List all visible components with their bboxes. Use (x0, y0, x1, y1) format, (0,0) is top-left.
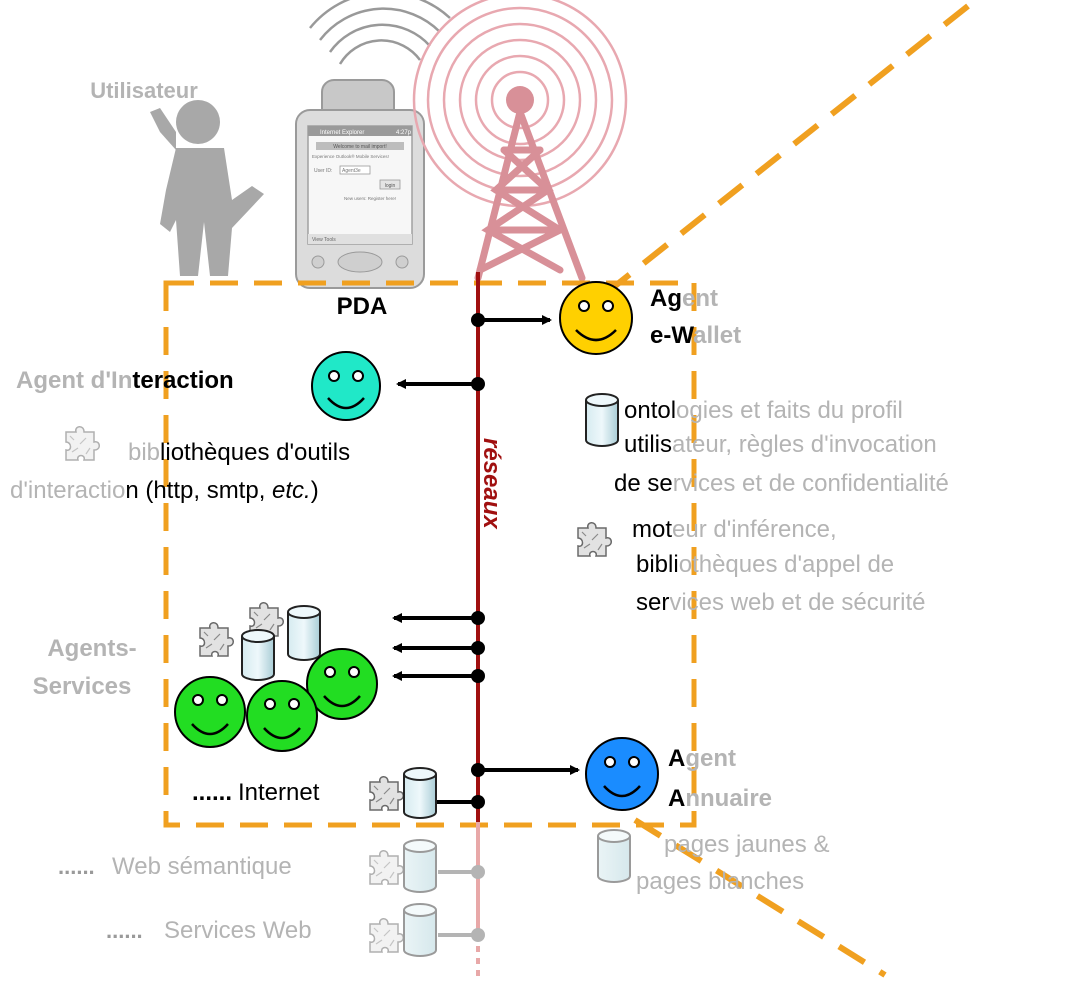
pda-screen-welcome: Welcome to mail import! (333, 144, 387, 150)
puzzle-icon (65, 425, 101, 461)
antenna-tower-icon (412, 0, 628, 282)
database-icon (287, 605, 321, 661)
pda-icon: Internet Explorer 4:27p Welcome to mail … (295, 79, 425, 289)
pda-screen-menu: View Tools (312, 237, 336, 243)
database-icon (403, 839, 437, 893)
pda-screen-new-users: New users: Register here! (344, 196, 396, 201)
interaction-lib-line2: d'interaction (http, smtp, etc.) (10, 477, 319, 504)
semantic-web-dots: ...... (58, 854, 95, 879)
puzzle-icon (369, 775, 405, 811)
database-icon (585, 393, 619, 447)
puzzle-icon (369, 849, 405, 885)
pda-boundary (163, 280, 697, 828)
annuaire-data-line1: pages jaunes & (664, 831, 829, 858)
pda-screen-time: 4:27p (396, 130, 412, 136)
web-services-label: Services Web (164, 917, 312, 944)
pda-screen-userid-label: User ID: (314, 168, 332, 174)
smiley-agent-icon (559, 281, 633, 355)
smiley-agent-icon (311, 351, 381, 421)
smiley-agent-icon (306, 648, 378, 720)
radio-waves-icon (309, 0, 451, 65)
puzzle-icon (199, 621, 235, 657)
connections (392, 315, 580, 804)
network-label: réseaux (478, 438, 505, 530)
interaction-lib-line1: bibliothèques d'outils (128, 439, 350, 466)
pda-label: PDA (337, 293, 388, 320)
database-icon (597, 829, 631, 883)
user-label: Utilisateur (90, 78, 198, 103)
agents-services-label-2: Services (33, 673, 132, 700)
wallet-data-line2: utilisateur, règles d'invocation (624, 431, 937, 458)
agent-annuaire-label-1: Agent (668, 745, 736, 772)
agent-interaction-label: Agent d'Interaction (16, 367, 234, 394)
pda-screen-userid-value: Agent3e (342, 168, 361, 174)
person-icon (150, 100, 264, 276)
agent-annuaire-label-2: Annuaire (668, 785, 772, 812)
web-services-dots: ...... (106, 918, 143, 943)
pda-screen-title: Internet Explorer (320, 130, 364, 136)
database-icon (241, 629, 275, 681)
agent-ewallet-label-1: Agent (650, 285, 718, 312)
internet-label: Internet (238, 779, 320, 806)
smiley-agent-icon (174, 676, 246, 748)
smiley-agent-icon (585, 737, 659, 811)
puzzle-icon (369, 917, 405, 953)
agents-services-label-1: Agents- (47, 635, 136, 662)
semantic-web-label: Web sémantique (112, 853, 292, 880)
wallet-engine-line2: bibliothèques d'appel de (636, 551, 894, 578)
pda-screen-subtitle: Experience Outlook® Mobile Services! (312, 153, 389, 159)
puzzle-icon (577, 521, 613, 557)
network-nodes (471, 313, 485, 809)
agent-ewallet-label-2: e-Wallet (650, 322, 741, 349)
wallet-data-line3: de services et de confidentialité (614, 470, 949, 497)
database-icon (403, 767, 437, 819)
external-links (438, 865, 485, 942)
wallet-data-line1: ontologies et faits du profil (624, 397, 903, 424)
annuaire-data-line2: pages blanches (636, 868, 804, 895)
wallet-engine-line3: services web et de sécurité (636, 589, 925, 616)
scope-diagonal-line (608, 3, 970, 978)
wallet-engine-line1: moteur d'inférence, (632, 516, 837, 543)
database-icon (403, 903, 437, 957)
smiley-agent-icon (246, 680, 318, 752)
pda-screen-login-button: login (385, 183, 396, 189)
internet-dots: ...... (192, 779, 232, 806)
